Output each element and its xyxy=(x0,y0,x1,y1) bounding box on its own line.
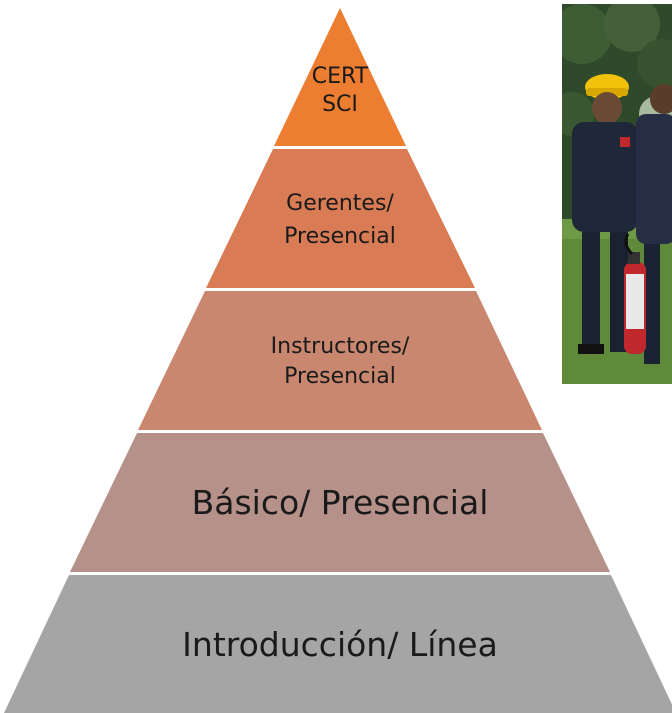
level-1-label-line-2: SCI xyxy=(322,92,358,117)
pyramid-level-5 xyxy=(4,575,672,713)
pyramid-level-3 xyxy=(138,291,542,430)
pyramid-level-2 xyxy=(206,149,475,288)
level-1-label-line-1: CERT xyxy=(312,64,369,89)
pyramid-level-1 xyxy=(274,8,406,146)
pyramid-level-4 xyxy=(70,433,610,572)
level-2-label-line-2: Presencial xyxy=(284,224,396,249)
firefighter-training-photo-icon xyxy=(562,4,672,384)
level-3-label-line-2: Presencial xyxy=(284,364,396,389)
level-3-label-line-1: Instructores/ xyxy=(271,334,410,359)
firefighter-training-photo xyxy=(562,4,672,384)
level-5-label: Introducción/ Línea xyxy=(182,625,498,664)
level-4-label: Básico/ Presencial xyxy=(192,483,489,522)
level-2-label-line-1: Gerentes/ xyxy=(286,191,394,216)
